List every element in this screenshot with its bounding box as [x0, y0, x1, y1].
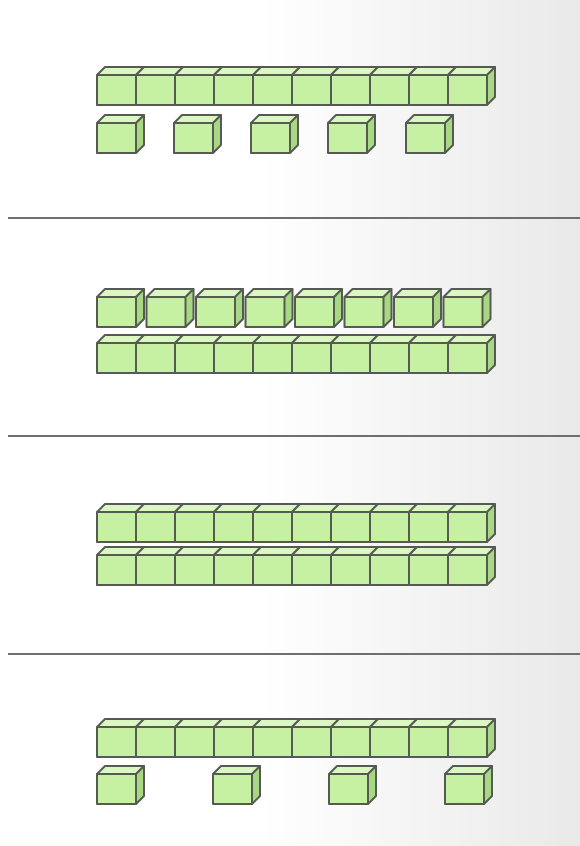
- panel-1-row-2-unit-cube-5: [406, 115, 453, 153]
- panel-2-row-1-unit-cube-7: [394, 289, 441, 327]
- panel-2-row-1-unit-cube-5: [295, 289, 342, 327]
- panel-2-row-2-rod-cube-10: [448, 335, 495, 373]
- panel-4-row-2-unit-cube-1: [97, 766, 144, 804]
- panel-4-row-1-rod-cube-10: [448, 719, 495, 757]
- panel-4-row-2-unit-cube-2: [213, 766, 260, 804]
- panel-1-row-2-unit-cube-2: [174, 115, 221, 153]
- panel-1-row-2-unit-cube-4: [328, 115, 375, 153]
- panel-1-row-1-rod-cube-10: [448, 67, 495, 105]
- panel-1-row-2-unit-cube-3: [251, 115, 298, 153]
- panel-2-row-1-unit-cube-6: [345, 289, 392, 327]
- panel-4-row-2-unit-cube-3: [329, 766, 376, 804]
- panel-2-row-1-unit-cube-4: [246, 289, 293, 327]
- panel-3-row-1-rod-cube-10: [448, 504, 495, 542]
- panel-2-row-1-unit-cube-3: [196, 289, 243, 327]
- panel-2-row-1-unit-cube-8: [444, 289, 491, 327]
- panel-1-row-2-unit-cube-1: [97, 115, 144, 153]
- panel-4-row-2-unit-cube-4: [445, 766, 492, 804]
- panel-3-row-2-rod-cube-10: [448, 547, 495, 585]
- panel-2-row-1-unit-cube-2: [147, 289, 194, 327]
- panel-2-row-1-unit-cube-1: [97, 289, 144, 327]
